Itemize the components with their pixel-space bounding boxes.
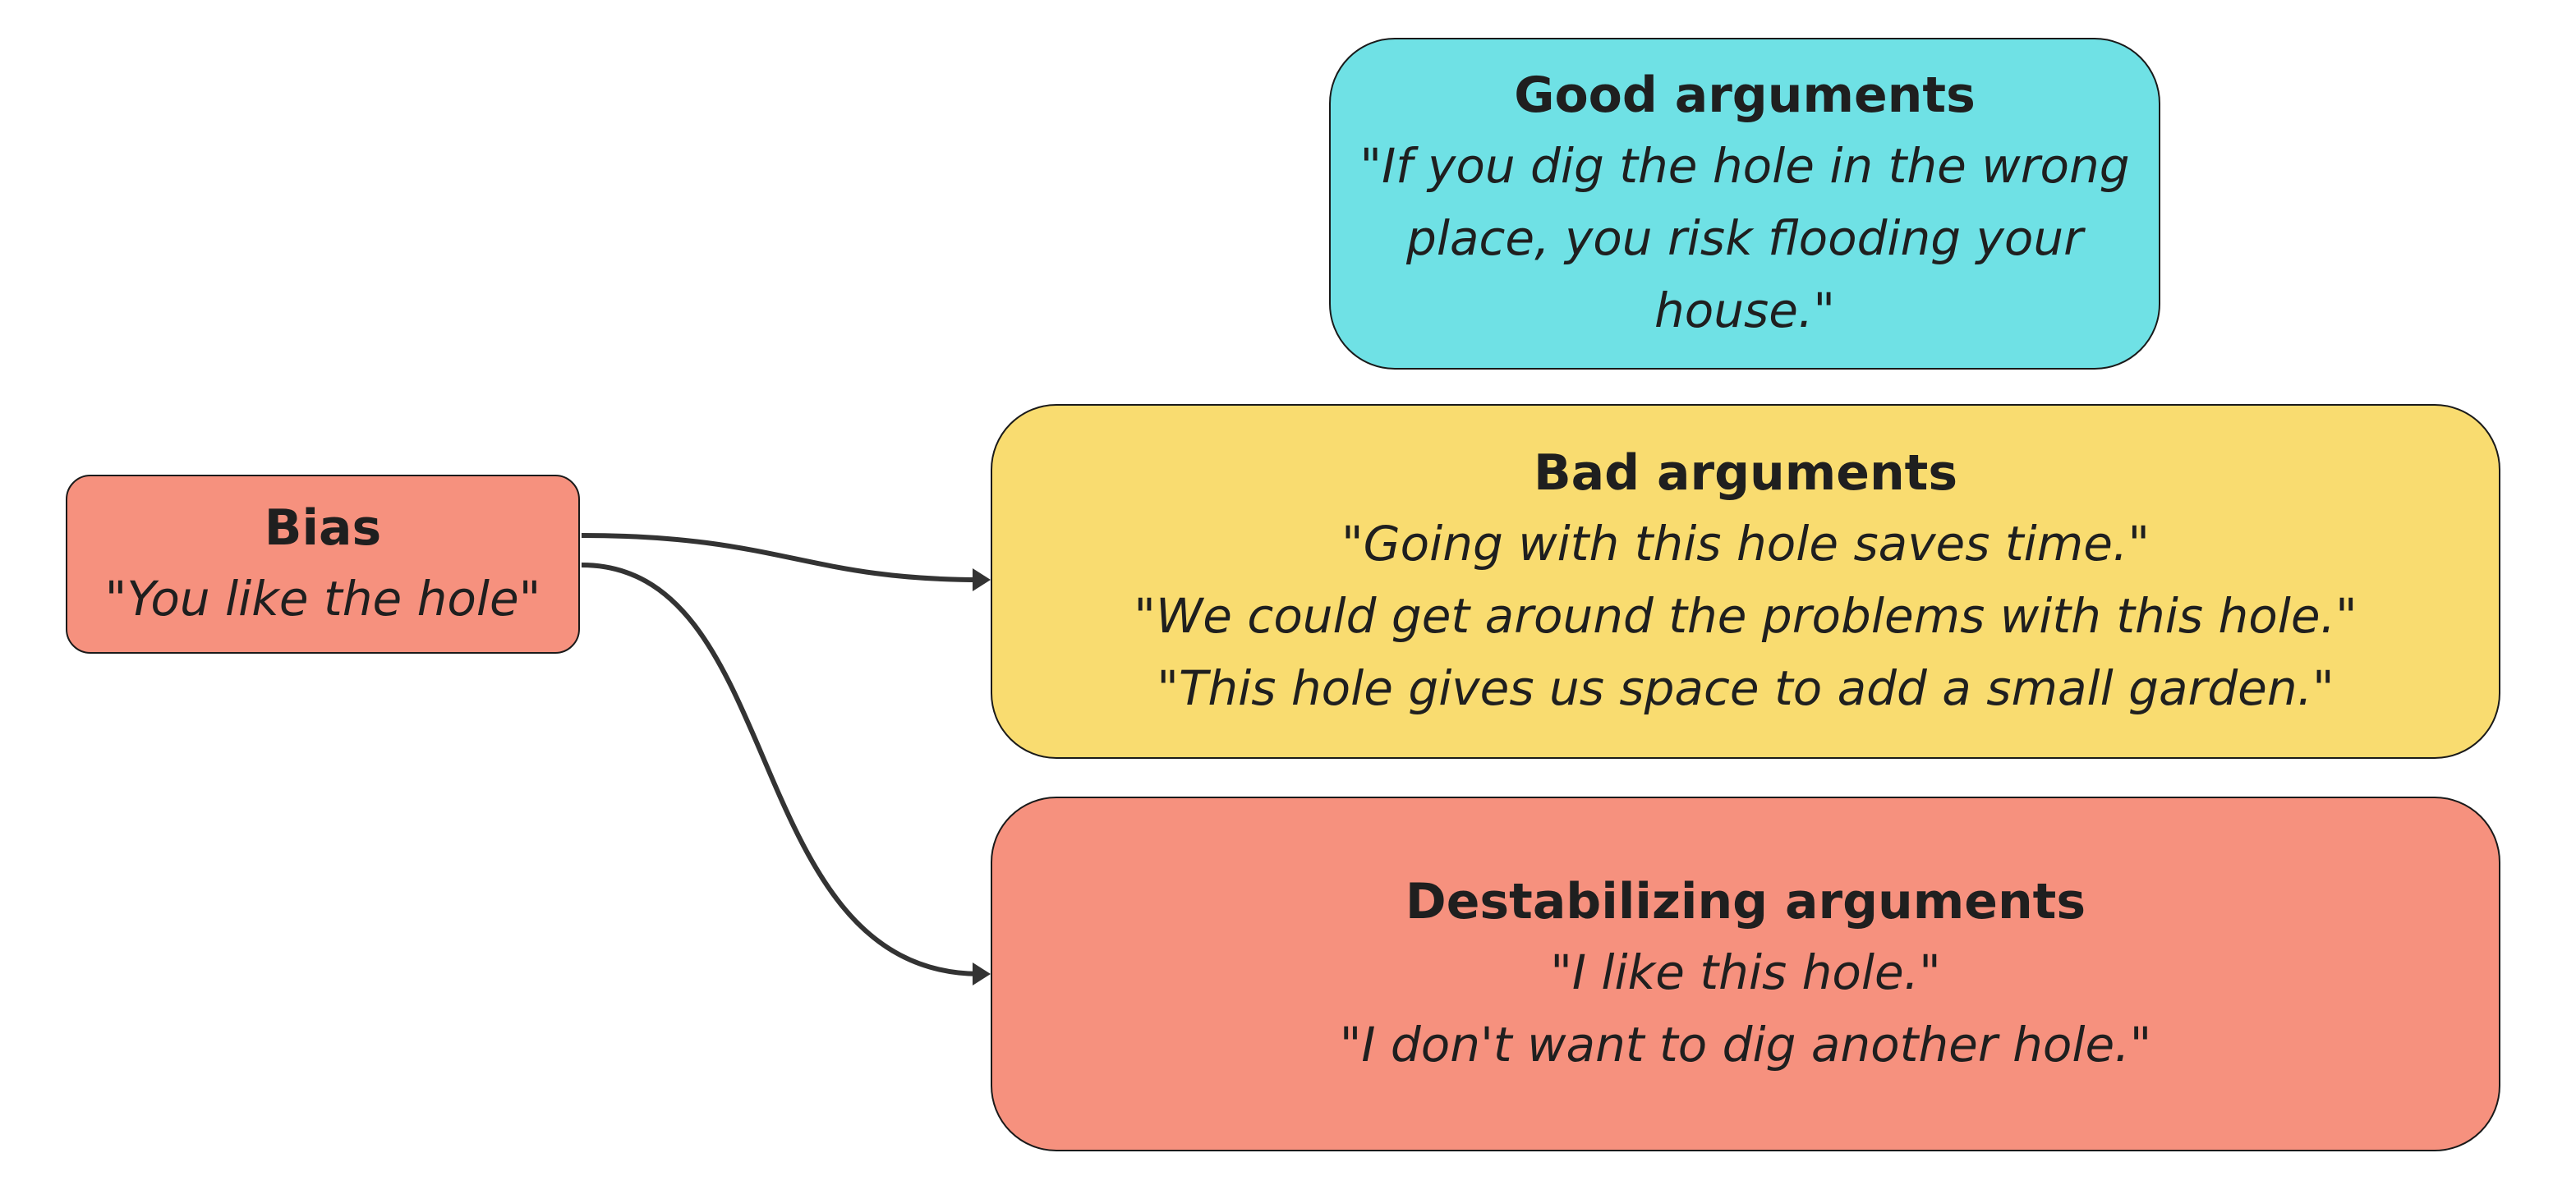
arrow-bias-to-bad xyxy=(581,533,982,582)
arrow-bias-to-destabilizing-head xyxy=(973,962,991,985)
node-bias[interactable]: Bias "You like the hole" xyxy=(66,475,580,654)
node-destabilizing-line-1: "I like this hole." xyxy=(1550,944,1941,1000)
node-destabilizing-title: Destabilizing arguments xyxy=(1405,872,2086,930)
node-good-title: Good arguments xyxy=(1514,66,1976,124)
node-bad-title: Bad arguments xyxy=(1533,443,1958,502)
node-bias-line: "You like the hole" xyxy=(104,570,541,627)
arrow-bias-to-destabilizing xyxy=(581,563,982,976)
node-bad-line-3: "This hole gives us space to add a small… xyxy=(1157,660,2334,717)
node-good-line: "If you dig the hole in the wrong place,… xyxy=(1359,137,2130,339)
node-destabilizing-arguments[interactable]: Destabilizing arguments "I like this hol… xyxy=(991,797,2500,1151)
node-bad-arguments[interactable]: Bad arguments "Going with this hole save… xyxy=(991,404,2500,759)
node-bad-line-1: "Going with this hole saves time." xyxy=(1341,515,2150,572)
node-bias-title: Bias xyxy=(264,498,382,557)
node-destabilizing-line-2: "I don't want to dig another hole." xyxy=(1339,1017,2152,1073)
node-bad-line-2: "We could get around the problems with t… xyxy=(1134,587,2358,644)
arrow-bias-to-bad-head xyxy=(973,568,991,591)
node-good-arguments[interactable]: Good arguments "If you dig the hole in t… xyxy=(1329,38,2160,370)
